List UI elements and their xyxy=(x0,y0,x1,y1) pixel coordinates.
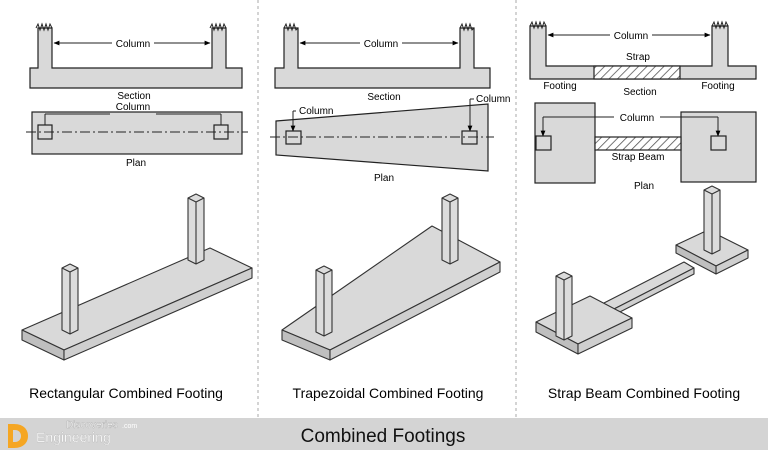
strap-plan-label: Plan xyxy=(634,181,654,192)
trap-plan-label: Plan xyxy=(374,173,394,184)
logo-text-domain: .com xyxy=(122,423,137,430)
strap-column-label-bg xyxy=(610,28,652,42)
strap-3d-footing xyxy=(535,185,749,355)
rect-plan-column-label: Column xyxy=(116,102,150,113)
rectangular-section-drawing xyxy=(29,22,243,89)
trapezoidal-section-drawing xyxy=(274,22,491,89)
engineering-discoveries-logo: Discoveries .com Engineering xyxy=(8,420,137,448)
rectangular-3d-footing xyxy=(21,193,253,361)
trapezoidal-plan-drawing xyxy=(270,98,494,172)
trap-section-label: Section xyxy=(367,92,400,103)
strap-label: Strap xyxy=(626,52,650,63)
strap-plan-drawing xyxy=(534,102,757,184)
trap-column-label-bg xyxy=(360,36,402,50)
title-banner xyxy=(0,418,768,450)
strap-plan-column-label: Column xyxy=(620,113,654,124)
strap-section-drawing xyxy=(529,20,757,80)
rect-plan-label: Plan xyxy=(126,158,146,169)
strap-footing-left-label: Footing xyxy=(543,81,576,92)
rect-column-dim-label: Column xyxy=(116,39,150,50)
trap-caption: Trapezoidal Combined Footing xyxy=(293,385,484,401)
logo-text-discoveries: Discoveries xyxy=(66,420,118,431)
rectangular-plan-drawing xyxy=(26,111,248,155)
trap-column-dim-label: Column xyxy=(364,39,398,50)
rect-caption: Rectangular Combined Footing xyxy=(29,385,223,401)
trap-plan-column-right-label: Column xyxy=(476,94,510,105)
strap-caption: Strap Beam Combined Footing xyxy=(548,385,740,401)
rect-column-label-bg xyxy=(112,36,154,50)
trap-plan-column-left-label: Column xyxy=(299,106,333,117)
strap-footing-right-label: Footing xyxy=(701,81,734,92)
banner-title: Combined Footings xyxy=(301,426,466,447)
logo-text-engineering: Engineering xyxy=(36,429,111,445)
strap-beam-label: Strap Beam xyxy=(612,152,665,163)
strap-section-label: Section xyxy=(623,87,656,98)
strap-column-dim-label: Column xyxy=(614,31,648,42)
trapezoidal-3d-footing xyxy=(281,193,501,361)
rect-section-label: Section xyxy=(117,91,150,102)
